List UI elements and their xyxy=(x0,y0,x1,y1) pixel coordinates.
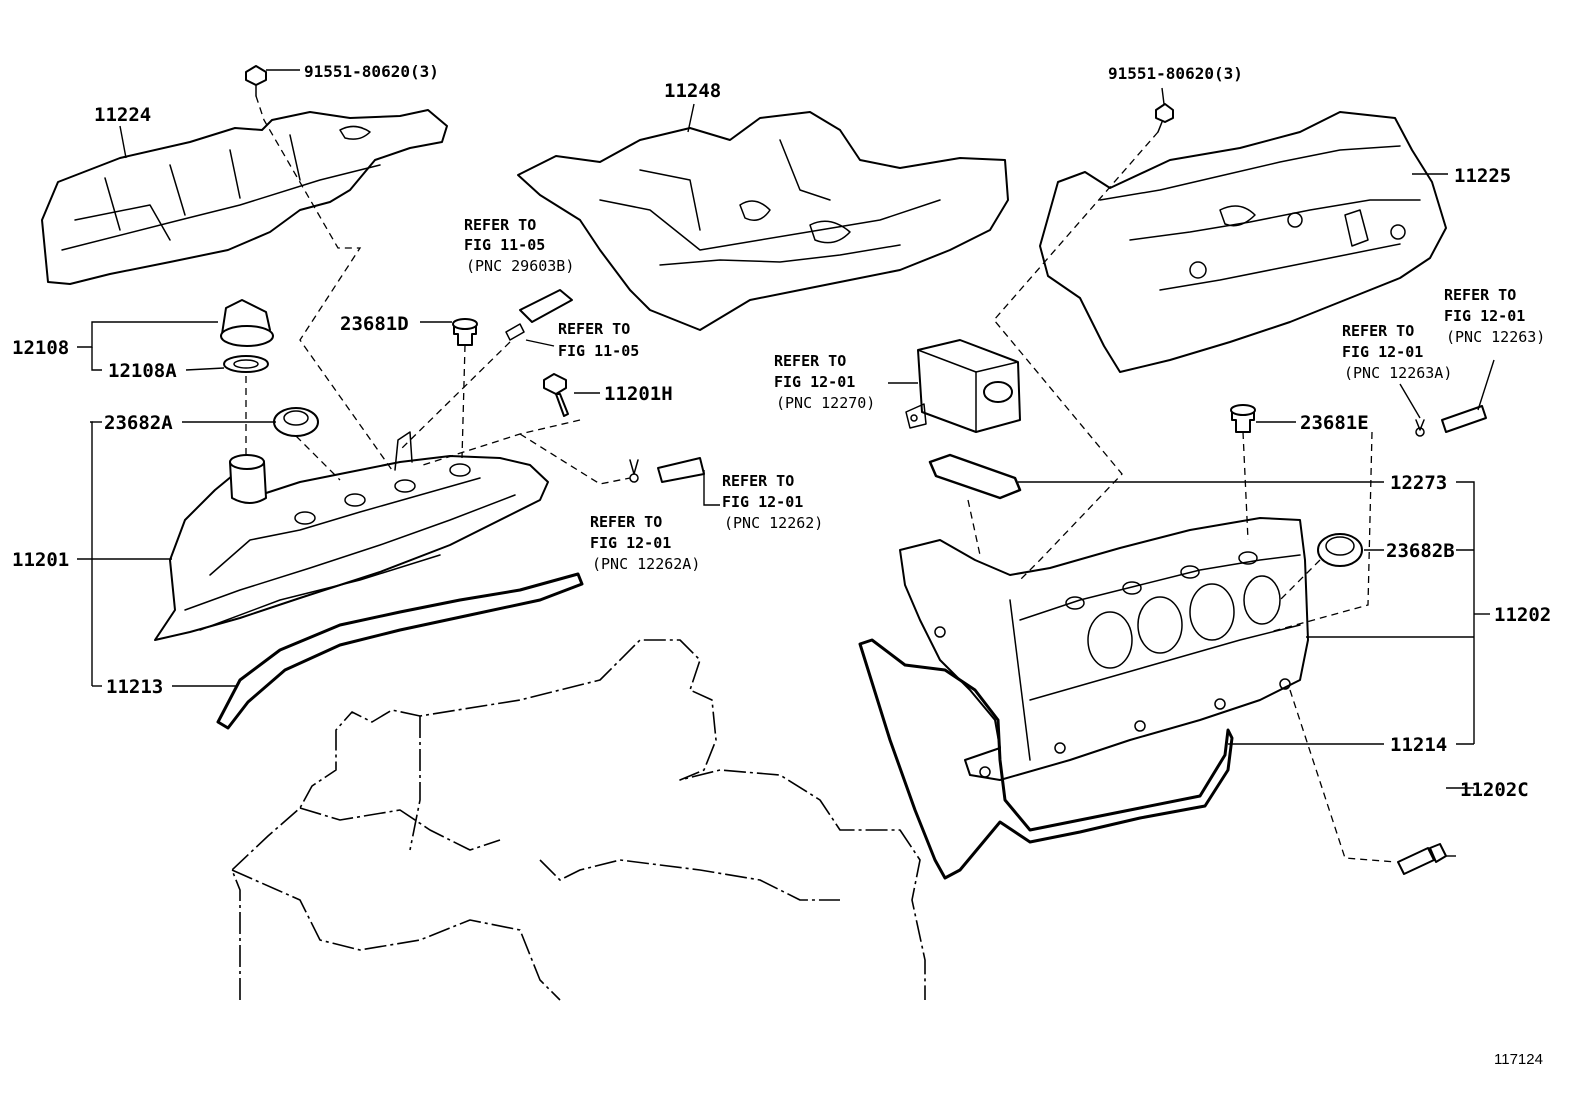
label-23681e: 23681E xyxy=(1300,412,1369,434)
plug-23682a-shape xyxy=(273,407,319,437)
label-11213: 11213 xyxy=(106,676,163,698)
hose-12262-shape xyxy=(657,457,705,483)
label-11201: 11201 xyxy=(12,549,69,571)
figure-number: 117124 xyxy=(1494,1051,1543,1068)
gasket-11213-shape xyxy=(216,572,584,730)
label-bolt-91551-left: 91551-80620(3) xyxy=(304,62,439,81)
bolt-91551-left-shape xyxy=(245,65,267,97)
ref-12263-line2: FIG 12-01 xyxy=(1444,307,1525,325)
ref-12270-line2: FIG 12-01 xyxy=(774,373,855,391)
ref-12263a-line3: (PNC 12263A) xyxy=(1344,364,1452,382)
bolt-11201h-shape xyxy=(543,373,569,417)
grommet-23681d-shape xyxy=(452,318,478,346)
ref-12262-line1: REFER TO xyxy=(722,472,794,490)
label-12108a: 12108A xyxy=(108,360,177,382)
ref-29603b-line1: REFER TO xyxy=(464,216,536,234)
cylinder-head-cover-11201-shape xyxy=(154,431,549,641)
ref-12262-line2: FIG 12-01 xyxy=(722,493,803,511)
oil-filler-cap-12108-shape xyxy=(220,299,274,373)
ref-29603b-line2: FIG 11-05 xyxy=(464,236,545,254)
plug-23682b-shape xyxy=(1317,533,1363,567)
label-23682a: 23682A xyxy=(104,412,173,434)
hose-12263-shape xyxy=(1441,405,1487,433)
label-11214: 11214 xyxy=(1390,734,1447,756)
label-23681d: 23681D xyxy=(340,313,409,335)
hose-29603b-shape xyxy=(505,289,573,341)
label-23682b: 23682B xyxy=(1386,540,1455,562)
pcv-case-12270-shape xyxy=(905,339,1021,433)
label-11202: 11202 xyxy=(1494,604,1551,626)
label-11202c: 11202C xyxy=(1460,779,1529,801)
leader-lines xyxy=(77,69,1495,857)
reference-notes: REFER TO FIG 11-05 (PNC 29603B) REFER TO… xyxy=(464,216,1545,573)
engine-block-outline xyxy=(231,639,926,1001)
bolt-91551-right-shape xyxy=(1155,103,1174,133)
label-11225: 11225 xyxy=(1454,165,1511,187)
label-12108: 12108 xyxy=(12,337,69,359)
ref-12270-line1: REFER TO xyxy=(774,352,846,370)
ref-29603b-line3: (PNC 29603B) xyxy=(466,257,574,275)
cylinder-head-cover-11202-shape xyxy=(899,517,1309,781)
label-11224: 11224 xyxy=(94,104,151,126)
engine-cover-11248-shape xyxy=(517,111,1009,331)
ref-12263-line3: (PNC 12263) xyxy=(1446,328,1545,346)
grommet-23681e-shape xyxy=(1230,404,1256,433)
label-bolt-91551-right: 91551-80620(3) xyxy=(1108,64,1243,83)
ref-1105-line2: FIG 11-05 xyxy=(558,342,639,360)
ref-12262-line3: (PNC 12262) xyxy=(724,514,823,532)
engine-cover-11225-shape xyxy=(1039,111,1447,373)
assembly-dashed-lines xyxy=(245,95,1397,863)
engine-cover-11224-shape xyxy=(41,109,448,285)
stud-11202c-shape xyxy=(1397,843,1447,875)
ref-1105-line1: REFER TO xyxy=(558,320,630,338)
ref-12263a-line1: REFER TO xyxy=(1342,322,1414,340)
ref-12263a-line2: FIG 12-01 xyxy=(1342,343,1423,361)
label-12273: 12273 xyxy=(1390,472,1447,494)
gasket-12273-shape xyxy=(928,453,1022,500)
clip-12263a-shape xyxy=(1415,419,1425,437)
part-number-labels: 91551-80620(3) 11224 11248 91551-80620(3… xyxy=(12,62,1551,801)
clip-12262a-shape xyxy=(629,459,639,483)
label-11201h: 11201H xyxy=(604,383,673,405)
label-11248: 11248 xyxy=(664,80,721,102)
ref-12270-line3: (PNC 12270) xyxy=(776,394,875,412)
ref-12262a-line1: REFER TO xyxy=(590,513,662,531)
gasket-11214-shape xyxy=(858,638,1234,880)
ref-12262a-line2: FIG 12-01 xyxy=(590,534,671,552)
ref-12262a-line3: (PNC 12262A) xyxy=(592,555,700,573)
ref-12263-line1: REFER TO xyxy=(1444,286,1516,304)
